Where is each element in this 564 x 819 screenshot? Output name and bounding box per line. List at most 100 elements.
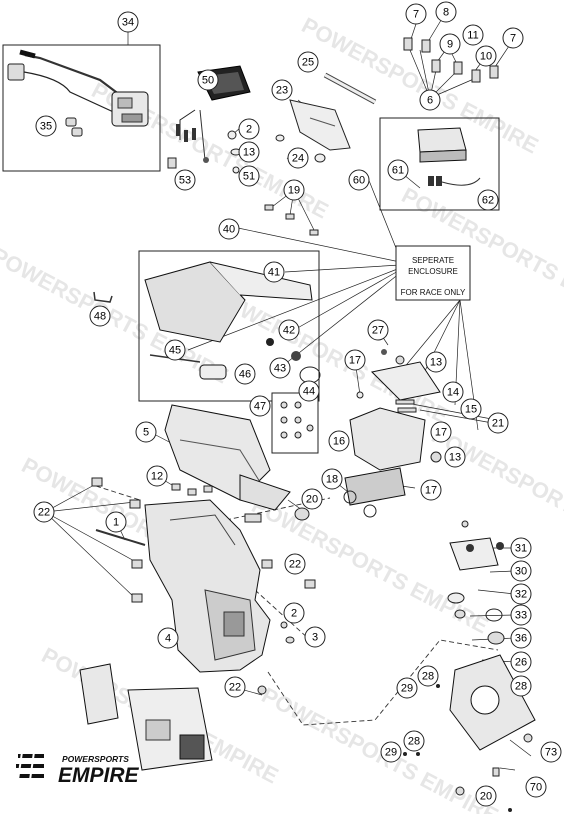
- callout-circle: [477, 189, 499, 211]
- callout-circle: [278, 319, 300, 341]
- callout-number: 7: [510, 33, 516, 45]
- callout-60: 60: [348, 169, 370, 191]
- clips-12: [171, 483, 262, 523]
- callout-number: 30: [515, 566, 527, 578]
- callout-circle: [405, 3, 427, 25]
- callout-number: 31: [515, 543, 527, 555]
- callout-42: 42: [278, 319, 300, 341]
- callout-35: 35: [35, 115, 57, 137]
- callout-circle: [218, 218, 240, 240]
- relay-holder-18: [343, 467, 406, 518]
- callout-number: 12: [151, 471, 163, 483]
- callout-number: 3: [312, 632, 318, 644]
- callout-17: 17: [344, 349, 366, 371]
- callout-number: 35: [40, 121, 52, 133]
- callout-number: 70: [530, 782, 542, 794]
- callout-circle: [425, 351, 447, 373]
- callout-number: 62: [482, 195, 494, 207]
- callout-number: 8: [443, 7, 449, 19]
- callout-7: 7: [502, 27, 524, 49]
- callout-number: 13: [430, 357, 442, 369]
- callout-number: 41: [268, 267, 280, 279]
- callout-34: 34: [117, 11, 139, 33]
- callout-53: 53: [174, 169, 196, 191]
- callout-40: 40: [218, 218, 240, 240]
- callout-circle: [283, 602, 305, 624]
- logo-powersports: POWERSPORTS: [62, 754, 129, 764]
- callout-circle: [430, 421, 452, 443]
- handlebar-switch-group: [2, 44, 161, 172]
- callout-15: 15: [460, 398, 482, 420]
- callout-circle: [197, 69, 219, 91]
- callout-number: 32: [515, 589, 527, 601]
- callout-73: 73: [540, 741, 562, 763]
- callout-45: 45: [164, 339, 186, 361]
- callout-circle: [442, 381, 464, 403]
- callout-19: 19: [283, 179, 305, 201]
- callout-circle: [157, 627, 179, 649]
- callout-circle: [487, 412, 509, 434]
- callout-circle: [249, 395, 271, 417]
- watermark-text: POWERSPORTS EMPIRE: [428, 422, 564, 568]
- callout-number: 1: [113, 517, 119, 529]
- callout-circle: [271, 79, 293, 101]
- callout-27: 27: [367, 319, 389, 341]
- callout-circle: [234, 363, 256, 385]
- callout-14: 14: [442, 381, 464, 403]
- relay-parts: [403, 37, 499, 83]
- callout-number: 5: [143, 427, 149, 439]
- callout-number: 28: [422, 671, 434, 683]
- callout-circle: [344, 349, 366, 371]
- callout-number: 11: [467, 30, 478, 42]
- callout-number: 15: [465, 404, 477, 416]
- callout-48: 48: [89, 305, 111, 327]
- callout-number: 29: [385, 747, 397, 759]
- bracket-23: [289, 99, 351, 151]
- callout-circle: [420, 479, 442, 501]
- callout-circle: [105, 511, 127, 533]
- callout-21: 21: [487, 412, 509, 434]
- callout-circle: [417, 665, 439, 687]
- callout-number: 45: [169, 345, 181, 357]
- callout-number: 47: [254, 401, 266, 413]
- bar-part: [323, 72, 377, 105]
- callout-28: 28: [417, 665, 439, 687]
- callout-8: 8: [435, 1, 457, 23]
- callout-circle: [284, 553, 306, 575]
- callout-number: 36: [515, 633, 527, 645]
- callout-22: 22: [33, 501, 55, 523]
- callout-circle: [321, 468, 343, 490]
- callout-circle: [510, 583, 532, 605]
- callout-50: 50: [197, 69, 219, 91]
- callout-number: 2: [291, 608, 297, 620]
- callout-31: 31: [510, 537, 532, 559]
- callout-circle: [301, 488, 323, 510]
- callout-circle: [238, 141, 260, 163]
- right-mount-group: [403, 520, 536, 812]
- callout-number: 14: [447, 387, 459, 399]
- callout-circle: [510, 651, 532, 673]
- callout-4: 4: [157, 627, 179, 649]
- callout-circle: [475, 785, 497, 807]
- callout-47: 47: [249, 395, 271, 417]
- callout-number: 23: [276, 85, 288, 97]
- callout-number: 48: [94, 311, 106, 323]
- callout-number: 20: [306, 494, 318, 506]
- callout-22: 22: [224, 676, 246, 698]
- callout-circle: [297, 51, 319, 73]
- callout-number: 34: [122, 17, 134, 29]
- bottom-left-parts: [79, 663, 213, 771]
- callout-circle: [444, 446, 466, 468]
- callout-41: 41: [263, 261, 285, 283]
- callout-number: 27: [372, 325, 384, 337]
- side-cover-group: [138, 250, 321, 402]
- callout-number: 17: [349, 355, 361, 367]
- callout-circle: [380, 741, 402, 763]
- callout-circle: [510, 560, 532, 582]
- callout-28: 28: [510, 675, 532, 697]
- callout-circle: [146, 465, 168, 487]
- callout-61: 61: [387, 159, 409, 181]
